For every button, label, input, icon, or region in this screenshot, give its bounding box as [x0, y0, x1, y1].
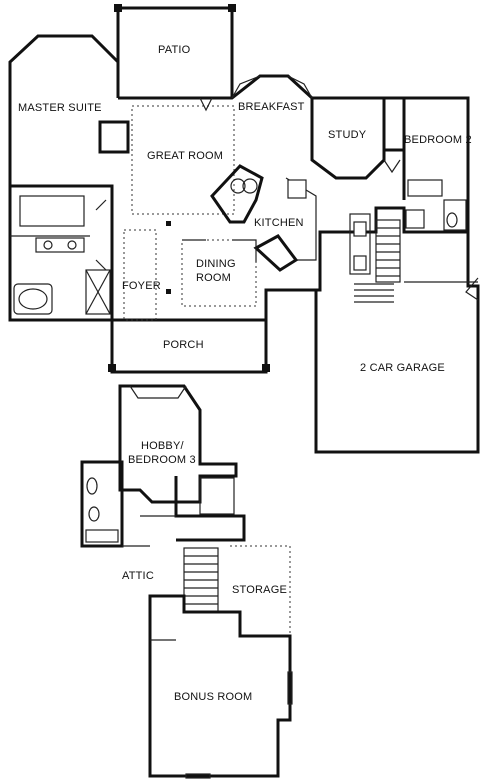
hobby-window-bay — [129, 385, 187, 399]
laundry-area — [349, 213, 371, 275]
label-kitchen: KITCHEN — [254, 217, 304, 229]
hobby-walls — [118, 384, 238, 504]
label-breakfast: BREAKFAST — [238, 101, 305, 113]
upper-floor — [80, 384, 293, 779]
label-garage: 2 CAR GARAGE — [360, 362, 445, 374]
label-bedroom-2: BEDROOM 2 — [404, 134, 472, 146]
kitchen-peninsula — [253, 234, 299, 272]
fireplace — [98, 120, 130, 154]
label-hobby-line2: BEDROOM 3 — [128, 454, 196, 466]
master-suite-bay — [8, 34, 120, 320]
label-hobby-line1: HOBBY/ — [141, 440, 185, 452]
upper-bath — [80, 460, 124, 548]
main-core-walls — [110, 74, 470, 322]
foyer-ceiling — [123, 229, 157, 321]
bath2-vanity — [405, 209, 425, 229]
bonus-room-walls — [148, 594, 292, 778]
porch-outline — [110, 320, 268, 374]
label-foyer: FOYER — [122, 280, 161, 292]
kitchen-island — [210, 164, 264, 224]
patio-outline — [116, 6, 234, 98]
upper-stair — [183, 547, 219, 613]
kitchen-range — [287, 179, 307, 199]
label-great-room: GREAT ROOM — [147, 150, 223, 162]
label-dining-line2: ROOM — [196, 272, 231, 284]
master-vanity — [35, 237, 85, 253]
label-master-suite: MASTER SUITE — [18, 102, 102, 114]
label-attic: ATTIC — [122, 570, 154, 582]
bedroom2-closet — [407, 179, 443, 197]
garage-walls — [314, 232, 480, 454]
dining-ceiling — [181, 239, 257, 307]
label-porch: PORCH — [163, 339, 204, 351]
label-bonus-room: BONUS ROOM — [174, 691, 252, 703]
garage-steps — [354, 283, 394, 303]
label-storage: STORAGE — [232, 584, 287, 596]
main-stair — [375, 219, 401, 283]
label-patio: PATIO — [158, 44, 191, 56]
storage-outline — [230, 545, 291, 718]
great-room-ceiling — [131, 105, 235, 215]
label-study: STUDY — [328, 129, 367, 141]
label-dining-line1: DINING — [196, 258, 236, 270]
main-floor — [8, 4, 480, 454]
